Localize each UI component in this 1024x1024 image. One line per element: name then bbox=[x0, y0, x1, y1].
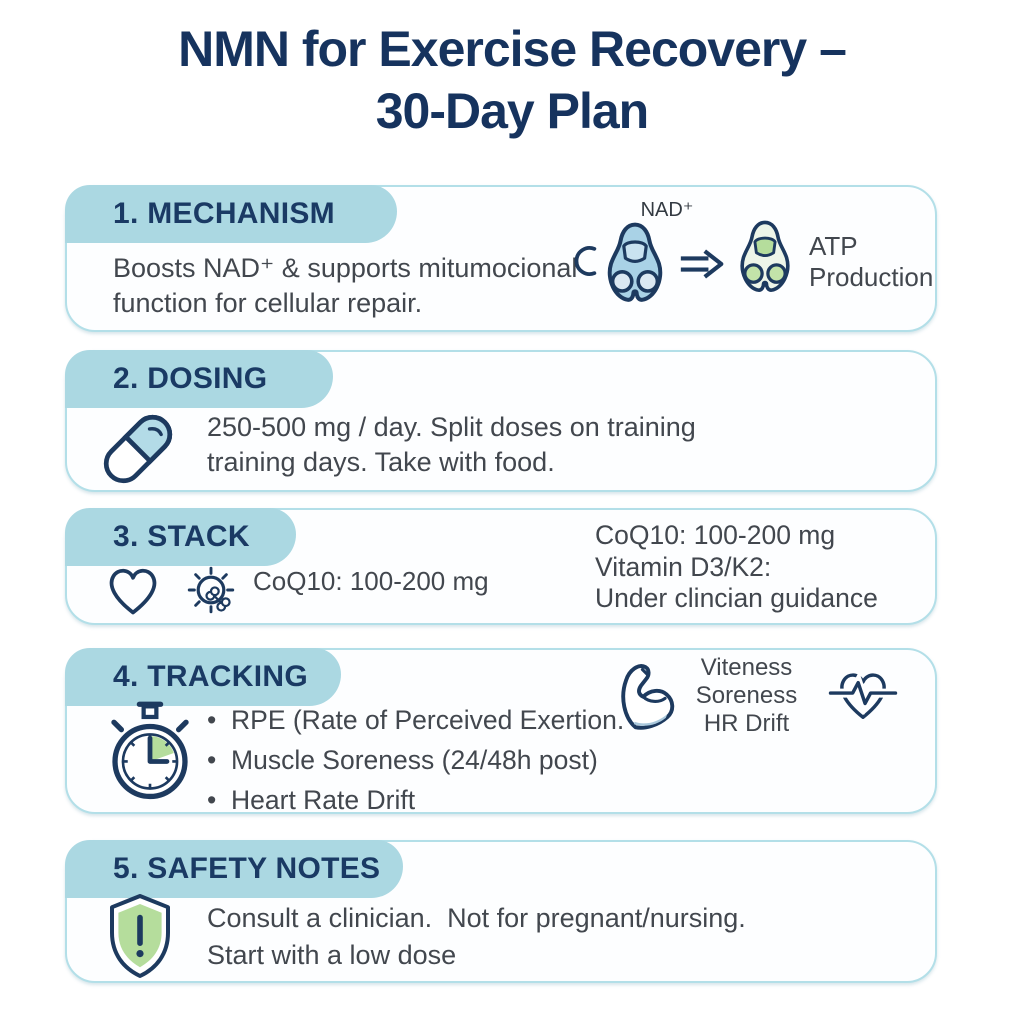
safety-body-line1: Consult a clinician. Not for pregnant/nu… bbox=[207, 903, 746, 933]
page-title-line1: NMN for Exercise Recovery – bbox=[178, 21, 847, 77]
section-mechanism-header: 1. MECHANISM bbox=[65, 185, 397, 243]
tracking-right-line1: Viteness bbox=[700, 654, 793, 681]
sun-bone-icon bbox=[187, 566, 235, 614]
stack-inline-note: CoQ10: 100-200 mg bbox=[253, 566, 489, 596]
mechanism-body-line2: function for cellular repair. bbox=[113, 288, 423, 318]
tracking-bullet-2: Muscle Soreness (24/48h post) bbox=[205, 740, 685, 780]
stack-right-column: CoQ10: 100-200 mg Vitamin D3/K2: Under c… bbox=[595, 520, 935, 615]
bicep-icon bbox=[621, 664, 675, 730]
capsule-icon bbox=[103, 414, 173, 484]
nad-molecule-icon bbox=[607, 222, 663, 302]
stack-right-line1: CoQ10: 100-200 mg bbox=[595, 520, 836, 550]
tracking-right-line2: Soreness bbox=[695, 682, 798, 709]
stack-right-line2: Vitamin D3/K2: bbox=[595, 551, 772, 582]
double-arrow-icon bbox=[680, 249, 724, 279]
section-stack-header: 3. STACK bbox=[65, 508, 296, 566]
section-mechanism-header-label: 1. MECHANISM bbox=[113, 197, 335, 230]
nad-plus-label: NAD⁺ bbox=[640, 199, 694, 221]
shield-alert-icon bbox=[110, 894, 170, 978]
atp-production-label: ATP Production bbox=[809, 231, 934, 292]
dosing-body: 250-500 mg / day. Split doses on trainin… bbox=[207, 410, 767, 480]
section-stack-card: 3. STACK CoQ10: 100-200 mg CoQ10: 100-20… bbox=[65, 508, 937, 625]
section-safety-header: 5. SAFETY NOTES bbox=[65, 840, 403, 898]
section-tracking-card: 4. TRACKING RPE (Rate of Perceived Exert… bbox=[65, 648, 937, 820]
section-mechanism-card: 1. MECHANISM Boosts NAD⁺ & supports mitu… bbox=[65, 185, 937, 332]
section-dosing-card: 2. DOSING 250-500 mg / day. Split doses … bbox=[65, 350, 937, 492]
atp-molecule-icon bbox=[740, 220, 790, 292]
heart-pulse-icon bbox=[828, 671, 898, 719]
safety-body-line2: Start with a low dose bbox=[207, 940, 457, 970]
mechanism-body-line1: Boosts NAD⁺ & supports mitumocional bbox=[113, 253, 578, 283]
safety-body: Consult a clinician. Not for pregnant/nu… bbox=[207, 900, 847, 974]
section-safety-header-label: 5. SAFETY NOTES bbox=[113, 852, 381, 885]
tracking-bullet-3: Heart Rate Drift bbox=[205, 780, 685, 820]
dosing-body-line1: 250-500 mg / day. Split doses on trainin… bbox=[207, 412, 696, 442]
tracking-bullet-1: RPE (Rate of Perceived Exertion. bbox=[205, 700, 685, 740]
tracking-right-labels: Viteness Soreness HR Drift bbox=[689, 654, 804, 738]
section-tracking-header: 4. TRACKING bbox=[65, 648, 341, 706]
heart-icon bbox=[109, 568, 157, 615]
tracking-right-line3: HR Drift bbox=[703, 710, 790, 737]
section-stack-header-label: 3. STACK bbox=[113, 520, 250, 553]
stopwatch-icon bbox=[111, 701, 189, 800]
section-tracking-header-label: 4. TRACKING bbox=[113, 660, 308, 693]
section-dosing-header: 2. DOSING bbox=[65, 350, 333, 408]
section-dosing-header-label: 2. DOSING bbox=[113, 362, 268, 395]
tracking-bullet-list: RPE (Rate of Perceived Exertion. Muscle … bbox=[205, 700, 685, 820]
dosing-body-line2: training days. Take with food. bbox=[207, 447, 555, 477]
page-title-line2: 30-Day Plan bbox=[375, 83, 649, 139]
stack-right-line3: Under clincian guidance bbox=[595, 583, 878, 613]
mechanism-body: Boosts NAD⁺ & supports mitumocional func… bbox=[113, 251, 633, 321]
c-curve-icon bbox=[574, 246, 597, 276]
page-title: NMN for Exercise Recovery – 30-Day Plan bbox=[0, 18, 1024, 142]
section-safety-card: 5. SAFETY NOTES Consult a clinician. Not… bbox=[65, 840, 937, 983]
